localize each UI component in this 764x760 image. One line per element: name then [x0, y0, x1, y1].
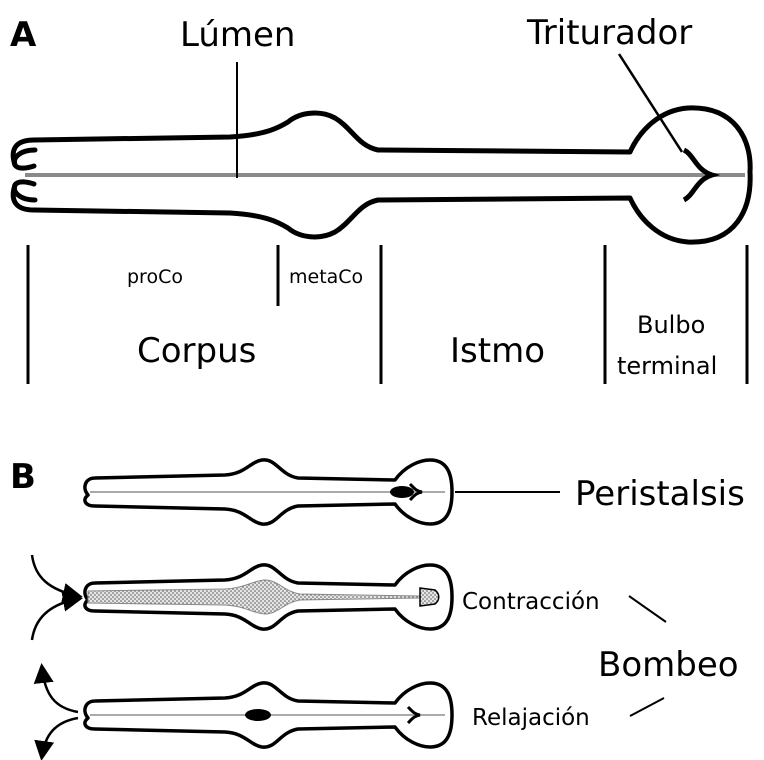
pharynx-relaxation: [85, 683, 452, 747]
outflow-arrow-top: [42, 668, 78, 712]
grinder-pointer: [619, 54, 682, 152]
label-lumen: Lúmen: [180, 15, 295, 55]
label-pumping: Bombeo: [598, 645, 739, 685]
label-corpus: Corpus: [137, 331, 256, 371]
label-peristalsis: Peristalsis: [575, 474, 745, 514]
relaxation-pointer: [630, 698, 664, 716]
label-contraction: Contracción: [462, 589, 600, 615]
panel-b-letter: B: [10, 457, 36, 497]
outflow-arrow-bottom: [42, 718, 78, 756]
inflow-arrow-top: [32, 555, 78, 596]
panel-a-letter: A: [10, 15, 37, 55]
label-grinder: Triturador: [526, 13, 692, 53]
label-relaxation: Relajación: [472, 705, 590, 731]
contraction-pointer: [629, 596, 666, 622]
label-isthmus: Istmo: [450, 331, 545, 371]
label-proco: proCo: [127, 266, 183, 288]
label-metaco: metaCo: [289, 266, 363, 288]
pharynx-peristalsis: [85, 460, 452, 524]
label-bulb-line1: Bulbo: [637, 311, 705, 339]
inflow-arrow-bottom: [32, 599, 78, 640]
label-bulb-line2: terminal: [617, 352, 717, 380]
pharynx-contraction: [85, 565, 452, 629]
